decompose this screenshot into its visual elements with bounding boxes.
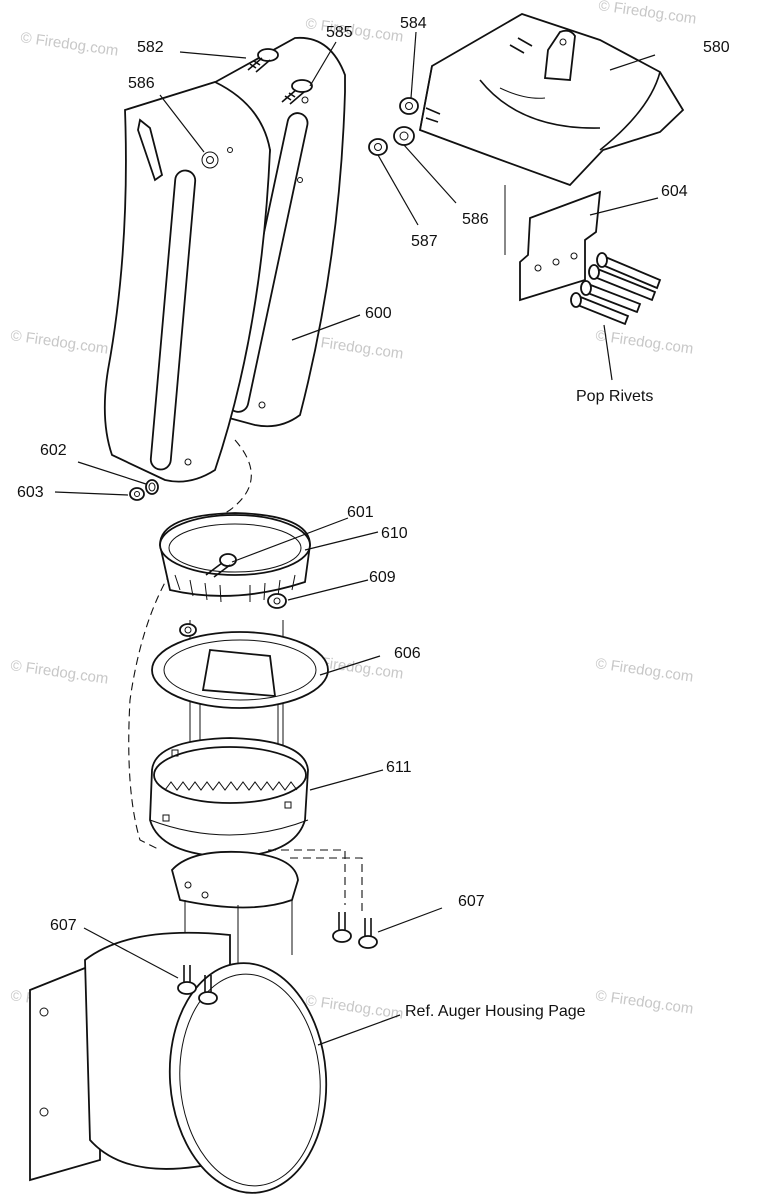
leader-lines <box>54 31 659 1046</box>
plate-604 <box>504 185 662 326</box>
watermark-2: © Firedog.com <box>304 15 404 46</box>
callout-607-left: 607 <box>50 917 77 934</box>
callout-609: 609 <box>369 569 396 586</box>
washer-602 <box>145 479 159 495</box>
nut-584 <box>399 97 419 115</box>
callout-580: 580 <box>703 39 730 56</box>
bolt-585 <box>281 79 313 105</box>
washer-586b <box>393 126 415 146</box>
nut-603 <box>129 487 145 501</box>
watermark-5: © Firedog.com <box>304 332 404 363</box>
watermark-6: © Firedog.com <box>594 327 694 358</box>
watermark-1: © Firedog.com <box>19 29 119 60</box>
callout-600: 600 <box>365 305 392 322</box>
pop-rivets-label: Pop Rivets <box>576 388 653 405</box>
callout-labels: 582 586 585 584 580 587 586 604 600 Pop … <box>17 15 730 1020</box>
watermark-12: © Firedog.com <box>594 987 694 1018</box>
watermark-7: © Firedog.com <box>9 657 109 688</box>
deflector-580 <box>368 13 685 187</box>
watermark-4: © Firedog.com <box>9 327 109 358</box>
pop-rivets <box>570 252 662 326</box>
chute-ring-610 <box>159 512 311 609</box>
gear-ring-611 <box>149 737 309 858</box>
watermark-9: © Firedog.com <box>594 655 694 686</box>
callout-585: 585 <box>326 24 353 41</box>
callout-611: 611 <box>386 759 412 776</box>
screws-607-lower <box>177 965 218 1005</box>
screws-607-right <box>332 912 378 949</box>
bolt-601 <box>205 553 237 578</box>
callout-602: 602 <box>40 442 67 459</box>
ring-plate-606 <box>151 620 329 845</box>
auger-housing <box>29 931 328 1194</box>
callout-610: 610 <box>381 525 408 542</box>
callout-586-left: 586 <box>128 75 155 92</box>
callout-604: 604 <box>661 183 688 200</box>
watermark-3: © Firedog.com <box>597 0 697 28</box>
bolt-582 <box>247 48 279 73</box>
watermark-11: © Firedog.com <box>304 992 404 1023</box>
nut-587 <box>368 138 388 156</box>
callout-586-right: 586 <box>462 211 489 228</box>
chute-extension-600 <box>103 36 346 501</box>
callout-582: 582 <box>137 39 164 56</box>
callout-607-right: 607 <box>458 893 485 910</box>
ref-auger-housing-label: Ref. Auger Housing Page <box>405 1003 586 1020</box>
nut-609 <box>267 593 287 609</box>
callout-587: 587 <box>411 233 438 250</box>
chute-outline-dashed <box>128 439 252 851</box>
callout-606: 606 <box>394 645 421 662</box>
lower-bracket <box>171 849 363 965</box>
callout-584: 584 <box>400 15 427 32</box>
callout-601: 601 <box>347 504 374 521</box>
callout-603: 603 <box>17 484 44 501</box>
